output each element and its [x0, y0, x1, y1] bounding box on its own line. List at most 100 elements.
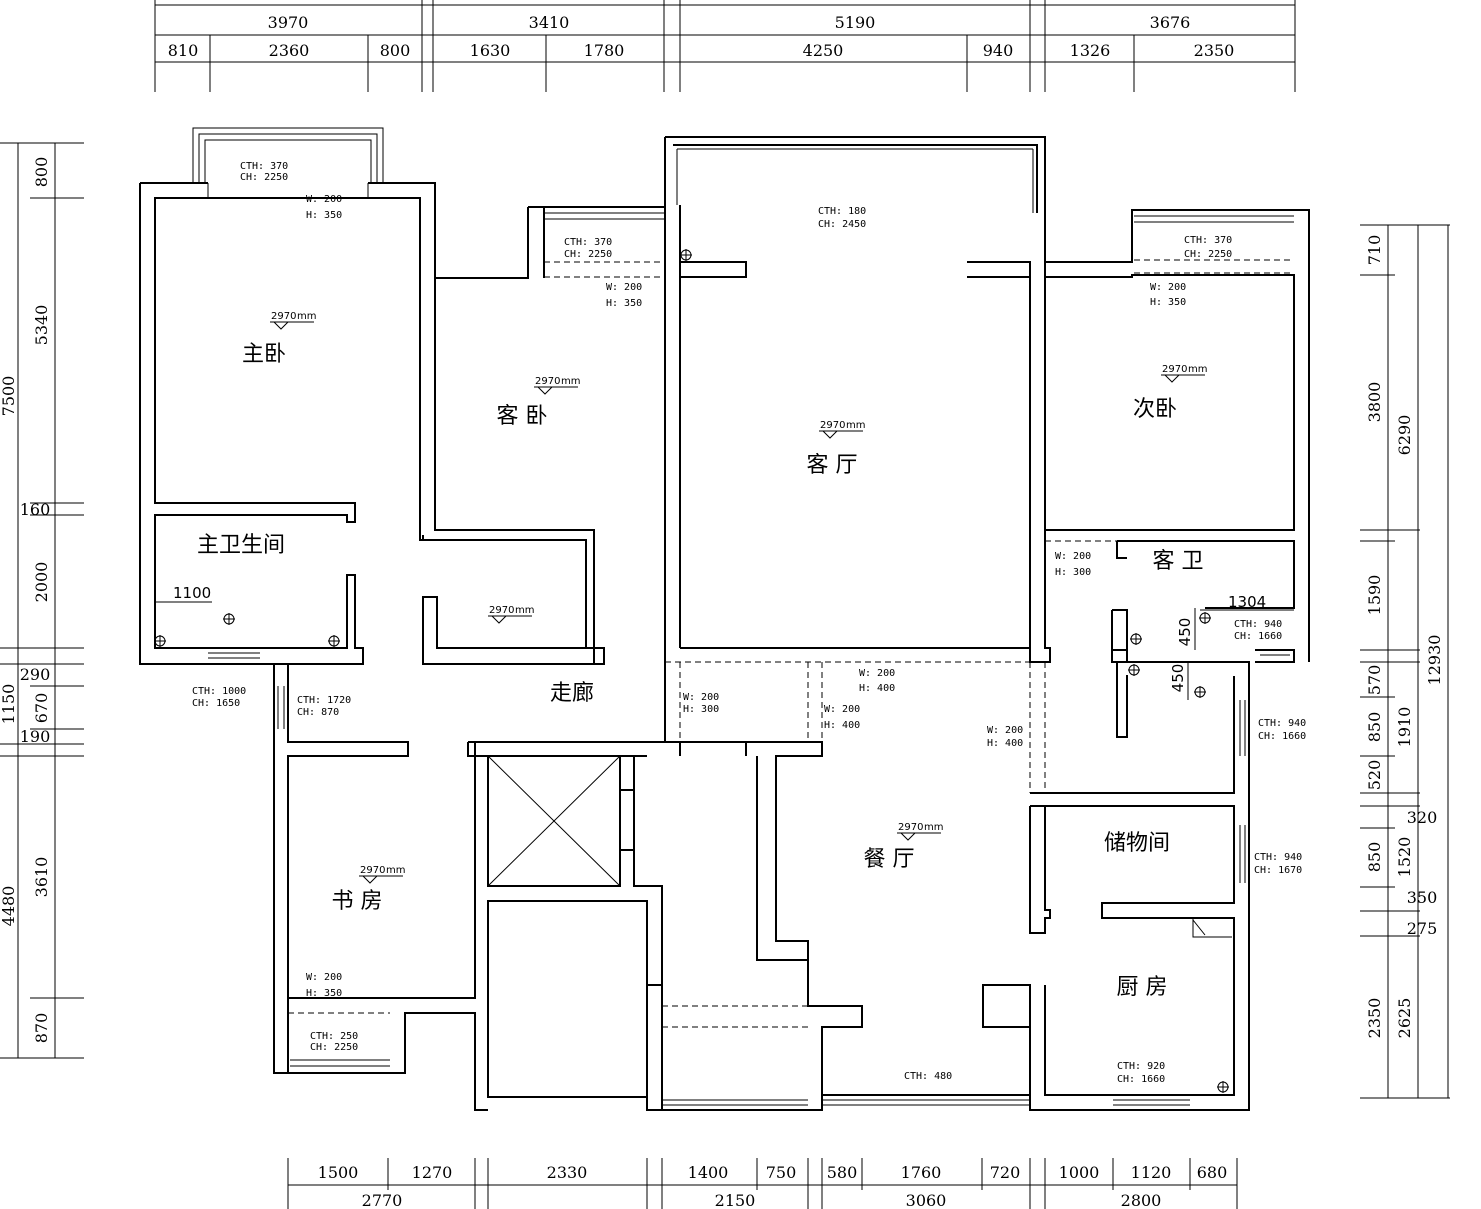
svg-text:CTH: 920: CTH: 920	[1117, 1061, 1165, 1072]
svg-text:mm: mm	[515, 605, 534, 616]
svg-text:CTH: 370: CTH: 370	[240, 161, 288, 172]
dim-right-inner: 2350	[1365, 998, 1384, 1039]
svg-text:CTH: 1000: CTH: 1000	[192, 686, 246, 697]
room-study: 书 房	[332, 889, 383, 914]
dim-bottom-sub: 1500	[318, 1163, 359, 1182]
dim-top-sub: 940	[983, 41, 1014, 60]
right-dimension-chain: 710 3800 1590 570 850 520 320 850 350 27…	[1360, 224, 1450, 1099]
window-lines	[208, 215, 1294, 1106]
socket-icon	[1128, 664, 1140, 676]
mark-450: 450	[1176, 618, 1194, 647]
dim-right-inner: 275	[1407, 919, 1438, 938]
opening-notes: CTH: 370 CH: 2250 W: 200 H: 350 CTH: 370…	[192, 161, 1306, 1085]
svg-text:CTH: 940: CTH: 940	[1234, 619, 1282, 630]
mark-450: 450	[1169, 664, 1187, 693]
svg-text:2970: 2970	[1162, 364, 1187, 375]
svg-text:CTH: 940: CTH: 940	[1254, 852, 1302, 863]
inner-measure-marks: 1100 1304 450 450	[154, 584, 1294, 700]
socket-icon	[680, 249, 692, 261]
room-kitchen: 厨 房	[1117, 975, 1168, 1000]
dim-bottom-sub: 750	[766, 1163, 797, 1182]
fixture-marks	[154, 249, 1229, 1093]
svg-text:2970: 2970	[535, 376, 560, 387]
room-master-bedroom: 主卧	[242, 342, 286, 367]
svg-text:CTH: 370: CTH: 370	[1184, 235, 1232, 246]
svg-text:CH: 870: CH: 870	[297, 707, 339, 718]
dim-top-sub: 1326	[1070, 41, 1111, 60]
svg-text:W: 200: W: 200	[824, 704, 860, 715]
socket-icon	[328, 635, 340, 647]
svg-text:mm: mm	[1188, 364, 1207, 375]
svg-text:2970: 2970	[360, 865, 385, 876]
dim-right-inner: 570	[1365, 665, 1384, 696]
svg-text:CTH: 1720: CTH: 1720	[297, 695, 351, 706]
svg-text:H: 350: H: 350	[306, 988, 342, 999]
socket-icon	[1130, 633, 1142, 645]
dim-right-mid: 6290	[1395, 415, 1414, 456]
dim-left-outer: 4480	[0, 886, 18, 927]
socket-icon	[154, 635, 166, 647]
svg-text:H: 300: H: 300	[683, 704, 719, 715]
bottom-dimension-chain: 1500 1270 2330 1400 750 580 1760 720 100…	[287, 1158, 1238, 1209]
room-guest-bath: 客 卫	[1153, 549, 1204, 574]
svg-text:W: 200: W: 200	[683, 692, 719, 703]
dim-left-inner: 290	[20, 665, 51, 684]
svg-text:H: 400: H: 400	[824, 720, 860, 731]
svg-text:CTH: 180: CTH: 180	[818, 206, 866, 217]
room-storage: 储物间	[1104, 831, 1170, 856]
svg-text:CH: 2450: CH: 2450	[818, 219, 866, 230]
dim-right-mid: 2625	[1395, 998, 1414, 1039]
dim-bottom-sub: 580	[827, 1163, 858, 1182]
dim-bottom-sub: 1400	[688, 1163, 729, 1182]
svg-text:W: 200: W: 200	[306, 194, 342, 205]
dim-bottom-sub: 720	[990, 1163, 1021, 1182]
dim-bottom-sub: 1000	[1059, 1163, 1100, 1182]
dim-right-inner: 1590	[1365, 575, 1384, 616]
dim-top-sub: 800	[380, 41, 411, 60]
dim-right-inner: 850	[1365, 712, 1384, 743]
dim-top-sub: 1780	[584, 41, 625, 60]
dim-right-mid: 1520	[1395, 837, 1414, 878]
dim-bottom-total: 2770	[362, 1191, 403, 1209]
dim-bottom-sub: 1760	[901, 1163, 942, 1182]
dim-right-inner: 3800	[1365, 382, 1384, 423]
dim-left-inner: 670	[32, 693, 51, 724]
dim-right-inner: 710	[1365, 235, 1384, 266]
svg-text:CH: 1650: CH: 1650	[192, 698, 240, 709]
room-guest-bedroom: 客 卧	[497, 404, 548, 429]
svg-text:mm: mm	[297, 311, 316, 322]
dim-top-total-4: 3676	[1150, 13, 1191, 32]
dim-right-outer: 12930	[1425, 635, 1444, 686]
svg-text:W: 200: W: 200	[1150, 282, 1186, 293]
svg-text:mm: mm	[924, 822, 943, 833]
dim-bottom-sub: 1120	[1131, 1163, 1172, 1182]
svg-text:W: 200: W: 200	[306, 972, 342, 983]
svg-text:CH: 2250: CH: 2250	[564, 249, 612, 260]
svg-text:W: 200: W: 200	[606, 282, 642, 293]
mark-1304: 1304	[1228, 593, 1266, 611]
dim-top-sub: 1630	[470, 41, 511, 60]
svg-text:CH: 1670: CH: 1670	[1254, 865, 1302, 876]
svg-text:H: 400: H: 400	[859, 683, 895, 694]
svg-text:CH: 1660: CH: 1660	[1117, 1074, 1165, 1085]
room-master-bath: 主卫生间	[197, 533, 285, 558]
svg-text:mm: mm	[846, 420, 865, 431]
svg-text:2970: 2970	[271, 311, 296, 322]
svg-text:H: 300: H: 300	[1055, 567, 1091, 578]
svg-text:H: 350: H: 350	[1150, 297, 1186, 308]
left-dimension-chain: 800 5340 160 2000 290 670 190 3610 870 7…	[0, 142, 84, 1059]
svg-text:CTH: 370: CTH: 370	[564, 237, 612, 248]
svg-text:CTH: 480: CTH: 480	[904, 1071, 952, 1082]
dim-bottom-sub: 1270	[412, 1163, 453, 1182]
dim-bottom-total: 2150	[715, 1191, 756, 1209]
dim-top-total-3: 5190	[835, 13, 876, 32]
dim-top-sub: 810	[168, 41, 199, 60]
svg-text:W: 200: W: 200	[859, 668, 895, 679]
socket-icon	[1194, 686, 1206, 698]
